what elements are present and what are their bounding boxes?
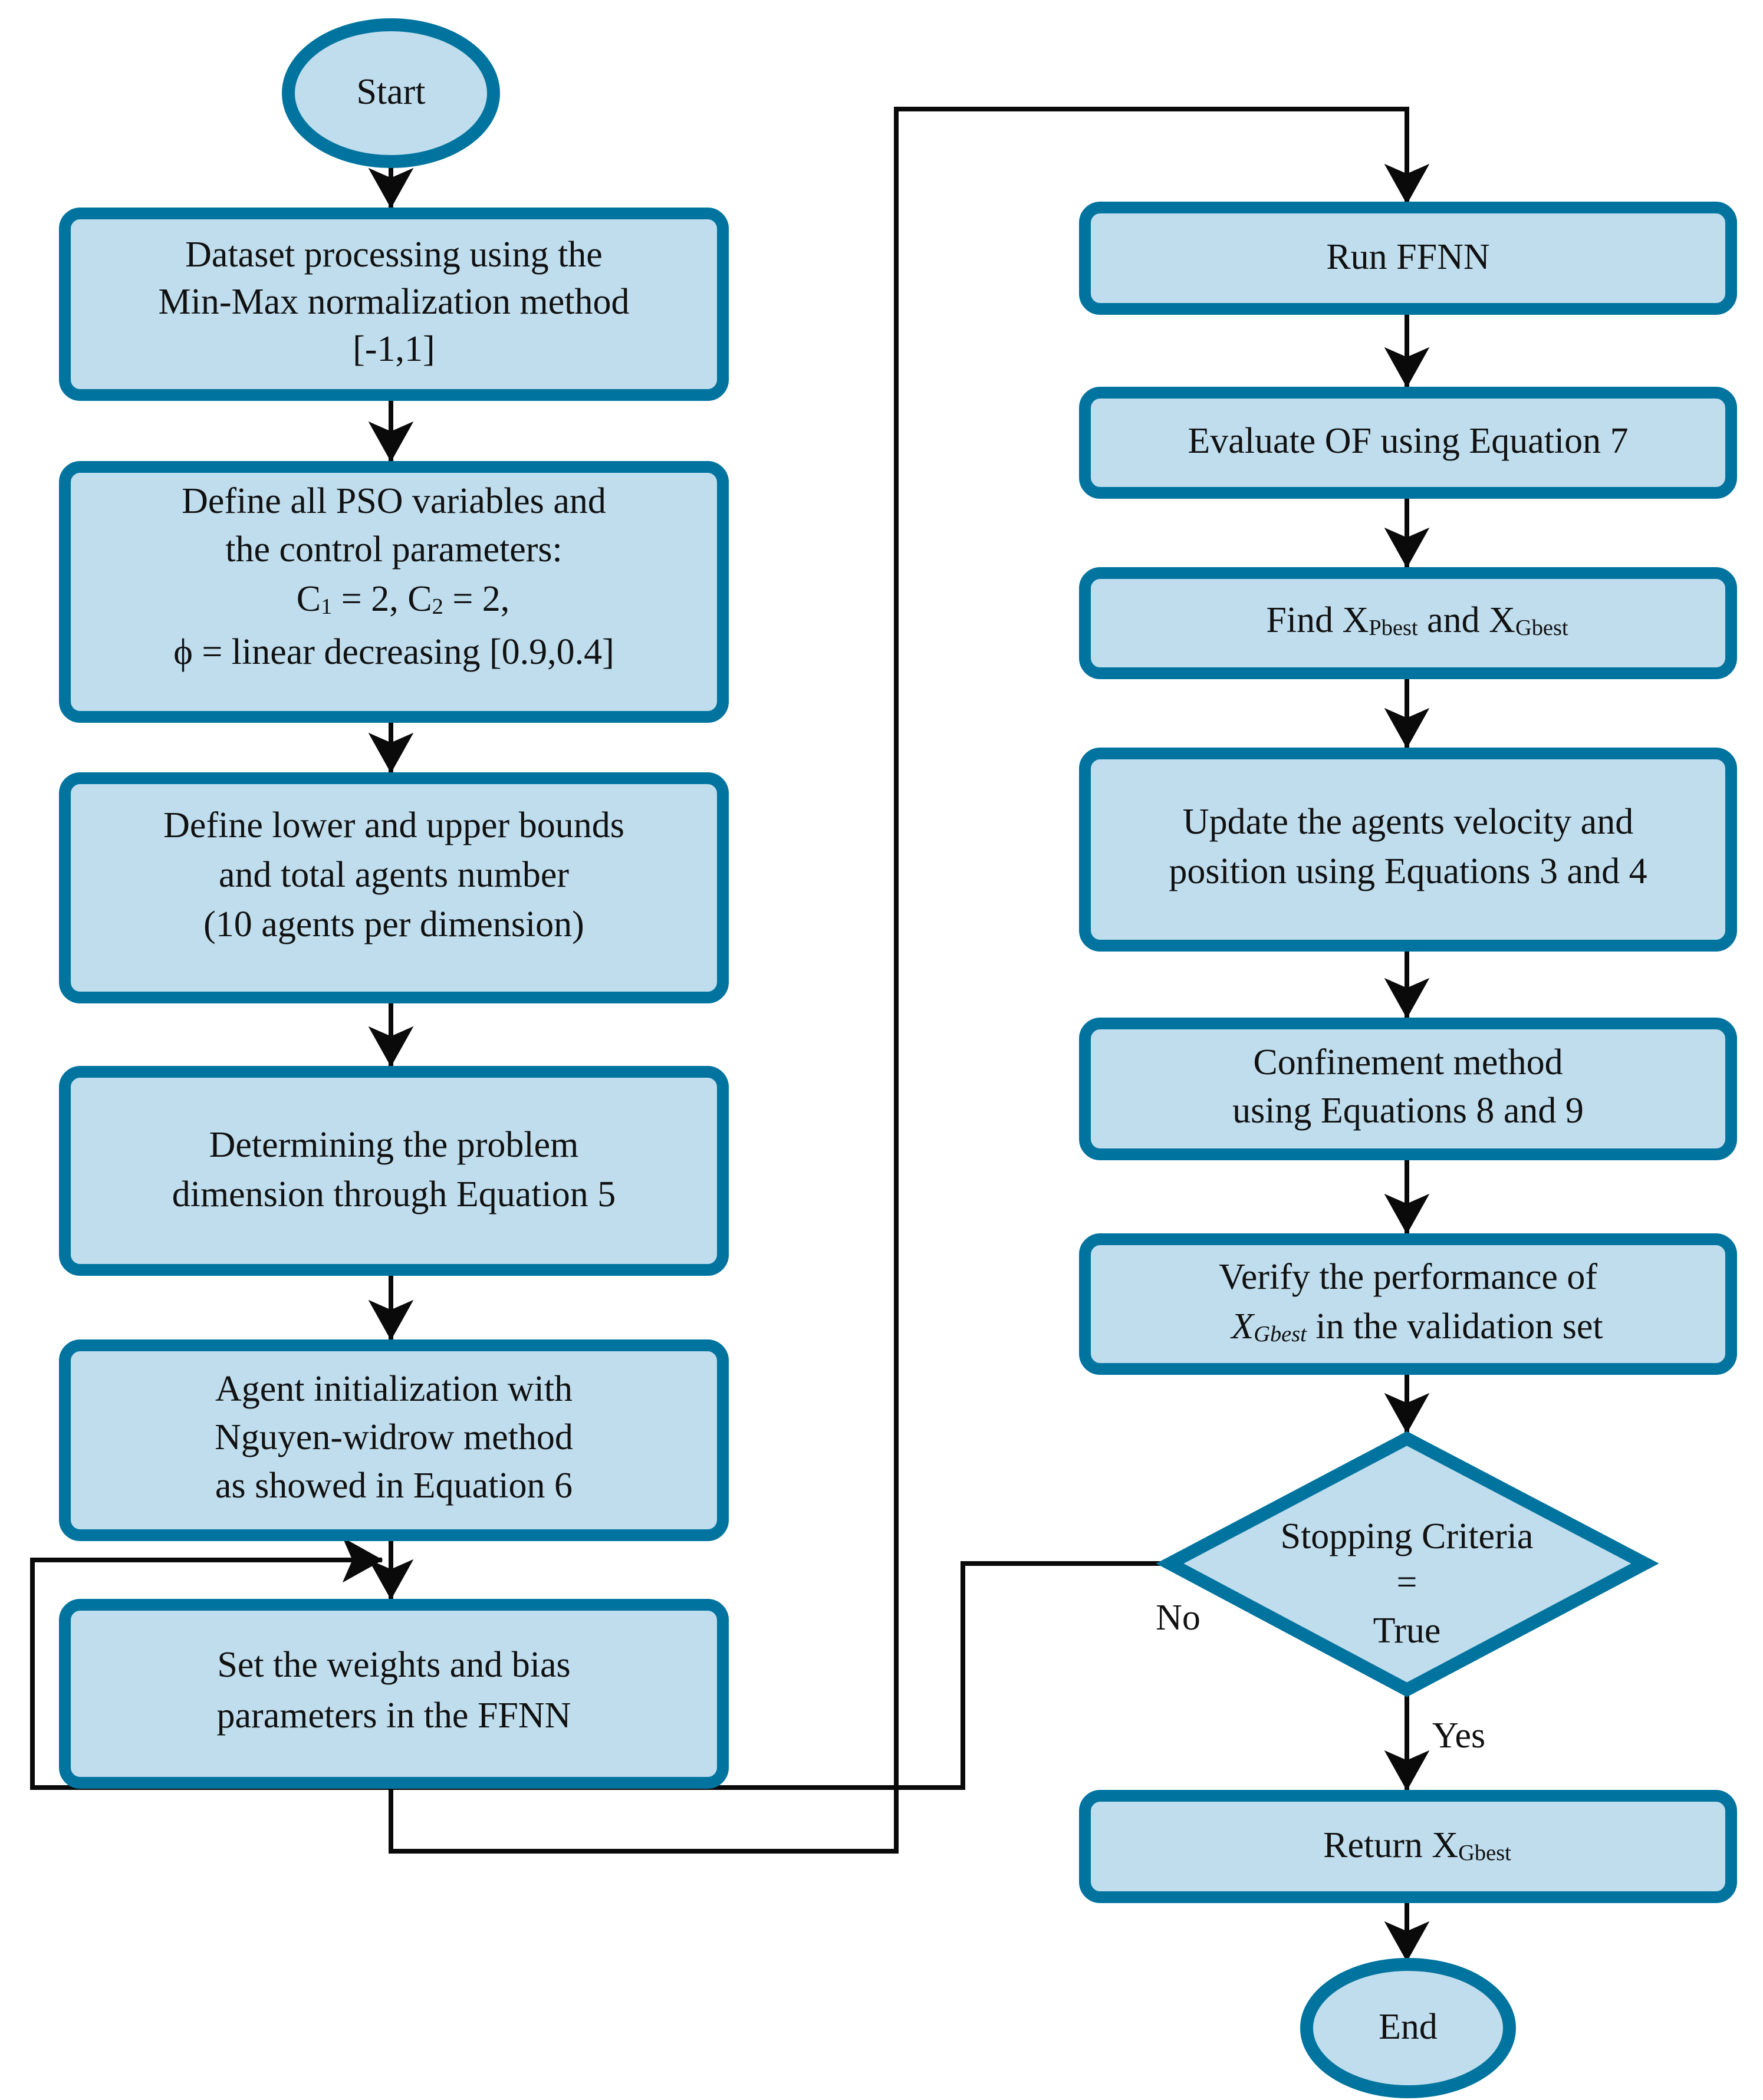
return-prefix: Return X: [1323, 1825, 1458, 1865]
define-bounds-box: [59, 772, 729, 1003]
node-define-bounds[interactable]: Define lower and upper bounds and total …: [59, 772, 729, 1003]
verify-performance-box: [1079, 1233, 1737, 1375]
update-line2: position using Equations 3 and 4: [1169, 851, 1647, 891]
agent-initialization-box: [59, 1339, 729, 1541]
node-find-pbest-gbest[interactable]: Find XPbest and XGbest: [1079, 567, 1737, 679]
define-pso-phi-line: ϕ = linear decreasing [0.9,0.4]: [173, 632, 614, 672]
find-pbest-gbest-label: Find XPbest and XGbest: [1202, 600, 1614, 640]
find-middle: and X: [1418, 600, 1515, 640]
node-confinement-method[interactable]: Confinement method using Equations 8 and…: [1079, 1018, 1737, 1160]
evaluate-of-box: [1079, 387, 1737, 499]
c1-symbol: C: [297, 579, 321, 619]
dataset-processing-box: [59, 208, 729, 401]
find-sub-pbest: Pbest: [1369, 615, 1418, 640]
define-bounds-line2: and total agents number: [219, 855, 569, 895]
agent-init-line3: as showed in Equation 6: [215, 1466, 573, 1506]
c2-symbol: C: [407, 579, 432, 619]
define-pso-line2: the control parameters:: [225, 529, 563, 570]
update-velocity-position-box: [1079, 748, 1737, 952]
node-dataset-processing[interactable]: Dataset processing using the Min-Max nor…: [59, 208, 729, 401]
node-stopping-criteria[interactable]: Stopping Criteria = True: [1156, 1431, 1659, 1697]
define-pso-constants: C1 = 2, C2 = 2,: [232, 579, 555, 619]
define-pso-variables-box: [59, 461, 729, 723]
start-ellipse: [282, 18, 500, 168]
node-define-pso-variables[interactable]: Define all PSO variables and the control…: [59, 461, 729, 723]
evaluate-of-label: Evaluate OF using Equation 7: [1188, 421, 1628, 461]
find-pbest-gbest-box: [1079, 567, 1737, 679]
determine-dimension-line2: dimension through Equation 5: [172, 1174, 616, 1214]
node-return-gbest[interactable]: Return XGbest: [1079, 1790, 1737, 1903]
set-weights-line1: Set the weights and bias: [217, 1645, 570, 1685]
edge-label-yes: Yes: [1432, 1716, 1485, 1756]
node-update-velocity-position[interactable]: Update the agents velocity and position …: [1079, 748, 1737, 952]
verify-line2-rest: in the validation set: [1307, 1306, 1603, 1347]
dataset-processing-line3: [-1,1]: [353, 329, 435, 369]
run-ffnn-box: [1079, 202, 1737, 315]
stopping-criteria-line3: True: [1373, 1611, 1441, 1651]
define-bounds-line3: (10 agents per dimension): [203, 904, 584, 944]
node-determine-dimension[interactable]: Determining the problem dimension throug…: [59, 1066, 729, 1276]
c2-subscript: 2: [432, 594, 443, 619]
update-line1: Update the agents velocity and: [1183, 802, 1633, 842]
dataset-processing-line2: Min-Max normalization method: [159, 282, 630, 322]
node-end[interactable]: End: [1300, 1958, 1516, 2098]
find-sub-gbest: Gbest: [1515, 615, 1568, 640]
set-weights-line2: parameters in the FFNN: [217, 1696, 571, 1736]
determine-dimension-box: [59, 1066, 729, 1276]
confinement-line2: using Equations 8 and 9: [1232, 1091, 1584, 1131]
confinement-line1: Confinement method: [1253, 1042, 1563, 1082]
define-pso-line1: Define all PSO variables and: [182, 481, 606, 521]
edge-setweights-to-runffnn: [389, 107, 1430, 1854]
node-start[interactable]: Start: [282, 18, 500, 168]
node-set-weights-bias[interactable]: Set the weights and bias parameters in t…: [59, 1599, 729, 1789]
node-run-ffnn[interactable]: Run FFNN: [1079, 202, 1737, 315]
set-weights-bias-box: [59, 1599, 729, 1789]
connector-group: [30, 107, 1430, 1962]
determine-dimension-line1: Determining the problem: [209, 1125, 579, 1165]
return-sub-gbest: Gbest: [1458, 1841, 1511, 1865]
c2-value: = 2,: [443, 579, 509, 619]
verify-line1: Verify the performance of: [1219, 1257, 1597, 1297]
find-prefix: Find X: [1266, 600, 1369, 640]
end-label: End: [1379, 2007, 1438, 2047]
edge-label-no: No: [1156, 1598, 1200, 1638]
verify-x-subscript: Gbest: [1254, 1322, 1307, 1347]
start-label: Start: [356, 72, 425, 112]
node-verify-performance[interactable]: Verify the performance of XGbest in the …: [1079, 1233, 1737, 1375]
define-bounds-line1: Define lower and upper bounds: [163, 805, 624, 845]
confinement-method-box: [1079, 1018, 1737, 1160]
run-ffnn-label: Run FFNN: [1326, 237, 1489, 277]
c1-subscript: 1: [321, 594, 332, 619]
agent-init-line2: Nguyen-widrow method: [215, 1417, 573, 1457]
node-agent-initialization[interactable]: Agent initialization with Nguyen-widrow …: [59, 1339, 729, 1541]
verify-x-symbol: X: [1229, 1306, 1255, 1347]
return-gbest-box: [1079, 1790, 1737, 1903]
stopping-criteria-diamond: [1156, 1431, 1659, 1697]
agent-init-line1: Agent initialization with: [215, 1369, 573, 1409]
return-gbest-label: Return XGbest: [1259, 1825, 1557, 1865]
c1-value: = 2,: [332, 579, 407, 619]
verify-line2: XGbest in the validation set: [1167, 1306, 1649, 1347]
node-evaluate-of[interactable]: Evaluate OF using Equation 7: [1079, 387, 1737, 499]
stopping-criteria-line1: Stopping Criteria: [1281, 1516, 1534, 1556]
end-ellipse: [1300, 1958, 1516, 2098]
stopping-criteria-line2: =: [1397, 1562, 1417, 1602]
dataset-processing-line1: Dataset processing using the: [185, 235, 603, 275]
